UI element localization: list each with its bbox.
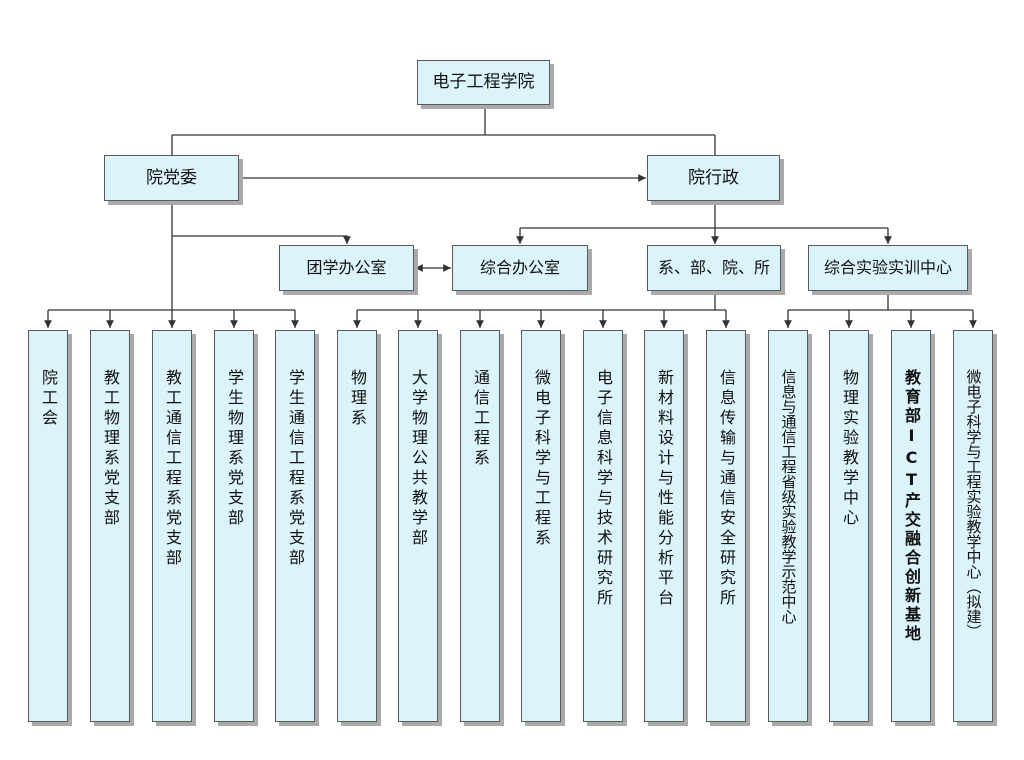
column-micro-dept: 微电子科学与工程系 — [521, 330, 561, 722]
column-materials-platform-label: 新材料设计与性能分析平台 — [655, 369, 674, 609]
column-physics-dept-label: 物理系 — [348, 369, 367, 429]
column-college-physics: 大学物理公共教学部 — [398, 330, 438, 722]
column-ict-base: 教育部ICT产交融合创新基地 — [891, 330, 931, 722]
youth-office-label: 团学办公室 — [306, 258, 387, 277]
party-committee-label: 院党委 — [146, 167, 197, 188]
column-union: 院工会 — [28, 330, 68, 722]
column-physics-lab-center: 物理实验教学中心 — [829, 330, 869, 722]
departments-node: 系、部、院、所 — [647, 245, 781, 291]
column-security-institute-label: 信息传输与通信安全研究所 — [717, 369, 736, 609]
column-student-comm-branch: 学生通信工程系党支部 — [275, 330, 315, 722]
column-micro-dept-label: 微电子科学与工程系 — [532, 369, 551, 549]
administration-label: 院行政 — [688, 167, 739, 188]
top-node-label: 电子工程学院 — [432, 72, 535, 92]
column-micro-lab-center: 微电子科学与工程实验教学中心（拟建） — [953, 330, 993, 722]
column-student-comm-branch-label: 学生通信工程系党支部 — [286, 369, 305, 569]
column-college-physics-label: 大学物理公共教学部 — [409, 369, 428, 549]
column-provincial-center: 信息与通信工程省级实验教学示范中心 — [768, 330, 808, 722]
column-student-physics-branch-label: 学生物理系党支部 — [225, 369, 244, 529]
column-union-label: 院工会 — [39, 369, 58, 429]
column-comm-dept: 通信工程系 — [460, 330, 500, 722]
column-materials-platform: 新材料设计与性能分析平台 — [644, 330, 684, 722]
general-office-label: 综合办公室 — [479, 258, 560, 277]
youth-office-node: 团学办公室 — [279, 245, 414, 291]
administration-node: 院行政 — [647, 155, 780, 201]
column-micro-lab-center-label: 微电子科学与工程实验教学中心（拟建） — [964, 369, 983, 639]
column-physics-lab-center-label: 物理实验教学中心 — [840, 369, 859, 529]
column-security-institute: 信息传输与通信安全研究所 — [706, 330, 746, 722]
column-ict-base-label: 教育部ICT产交融合创新基地 — [902, 369, 921, 644]
column-physics-dept: 物理系 — [337, 330, 377, 722]
column-physics-branch: 教工物理系党支部 — [90, 330, 130, 722]
top-node-school: 电子工程学院 — [417, 60, 550, 105]
column-provincial-center-label: 信息与通信工程省级实验教学示范中心 — [779, 369, 798, 624]
column-comm-dept-label: 通信工程系 — [471, 369, 490, 469]
column-student-physics-branch: 学生物理系党支部 — [214, 330, 254, 722]
column-eit-institute-label: 电子信息科学与技术研究所 — [594, 369, 613, 609]
lab-center-node: 综合实验实训中心 — [808, 245, 968, 291]
general-office-node: 综合办公室 — [452, 245, 588, 291]
column-eit-institute: 电子信息科学与技术研究所 — [583, 330, 623, 722]
lab-center-label: 综合实验实训中心 — [823, 258, 952, 277]
party-committee-node: 院党委 — [104, 155, 239, 201]
column-comm-branch: 教工通信工程系党支部 — [152, 330, 192, 722]
departments-label: 系、部、院、所 — [657, 258, 770, 277]
column-comm-branch-label: 教工通信工程系党支部 — [163, 369, 182, 569]
column-physics-branch-label: 教工物理系党支部 — [101, 369, 120, 529]
